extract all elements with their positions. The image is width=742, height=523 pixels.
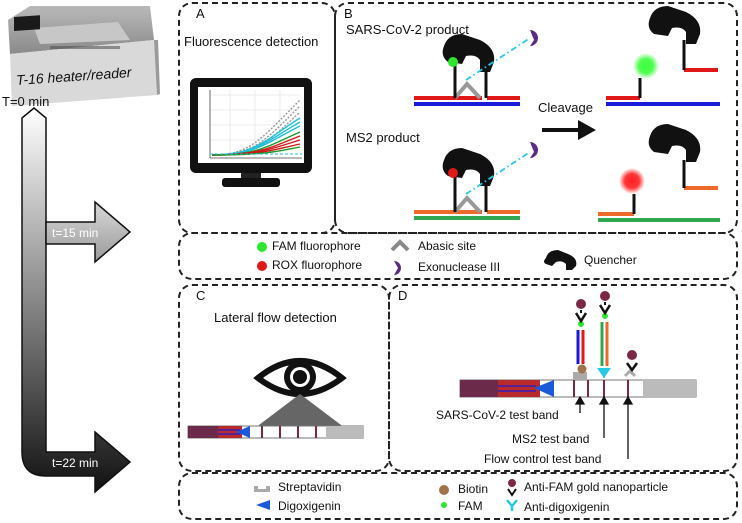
legend-abasic-site: Abasic site — [418, 239, 477, 253]
sars-cleaved — [606, 6, 720, 106]
digoxigenin-icon — [256, 500, 270, 510]
timeline-arrow — [21, 107, 132, 494]
legend-anti-digoxigenin: Anti-digoxigenin — [524, 500, 610, 514]
exonuclease-icon — [394, 261, 401, 275]
ms2-product-label: MS2 product — [346, 130, 420, 145]
monitor-icon — [190, 78, 312, 187]
legend-biotin: Biotin — [458, 482, 489, 496]
panel-c-letter: C — [196, 288, 206, 303]
legend-exonuclease: Exonuclease III — [418, 260, 501, 274]
abasic-site-icon — [390, 239, 410, 252]
sars-conjugate — [573, 299, 588, 380]
control-test-band-label: Flow control test band — [484, 452, 602, 466]
control-conjugate — [623, 350, 639, 378]
legend-quencher: Quencher — [584, 253, 637, 267]
cleavage-arrow — [542, 120, 596, 140]
anti-digoxigenin-icon — [506, 499, 518, 511]
panel-d-letter: D — [398, 288, 408, 303]
legend-bottom-icons — [254, 479, 518, 511]
lateral-flow-strip-d — [459, 379, 697, 398]
legend-fam-fluorophore: FAM fluorophore — [272, 239, 361, 253]
sars-test-band-label: SARS-CoV-2 test band — [436, 408, 559, 422]
lateral-flow-strip-c — [187, 425, 364, 439]
panel-a-title: Fluorescence detection — [184, 34, 319, 49]
fam-fluorophore-icon — [257, 242, 267, 252]
anti-fam-gold-nanoparticle-icon — [507, 479, 517, 497]
quencher-icon — [544, 250, 577, 270]
view-cone — [255, 394, 345, 428]
panel-c-title: Lateral flow detection — [214, 310, 337, 325]
ms2-conjugate — [597, 291, 612, 378]
timeline-start-label: T=0 min — [2, 94, 50, 109]
panel-d — [388, 284, 738, 472]
band-pointer-arrows — [574, 395, 634, 459]
ms2-product-probe — [414, 148, 531, 220]
legend-rox-fluorophore: ROX fluorophore — [272, 258, 363, 272]
heater-reader-device — [8, 6, 160, 106]
legend-top-panel — [178, 232, 738, 280]
legend-bottom-panel — [178, 472, 738, 520]
ms2-cleaved — [598, 124, 720, 222]
ms2-test-band-label: MS2 test band — [512, 432, 590, 446]
sars-product-probe — [414, 34, 531, 106]
cleavage-label: Cleavage — [538, 100, 593, 115]
panel-b-letter: B — [344, 6, 353, 21]
legend-streptavidin: Streptavidin — [278, 480, 342, 494]
sars-product-label: SARS-CoV-2 product — [346, 22, 469, 37]
legend-fam: FAM — [458, 499, 483, 513]
legend-anti-fam: Anti-FAM gold nanoparticle — [524, 480, 669, 494]
fam-icon — [441, 502, 447, 508]
legend-top-icons — [257, 239, 577, 275]
rox-fluorophore-icon — [257, 261, 267, 271]
legend-digoxigenin: Digoxigenin — [278, 499, 341, 513]
streptavidin-icon — [254, 486, 270, 492]
eye-icon — [253, 358, 347, 397]
exonuclease-icon-top — [530, 30, 538, 46]
timeline-end-label: t=22 min — [52, 456, 99, 470]
exonuclease-icon-bottom — [530, 142, 538, 158]
timeline-mid-label: t=15 min — [52, 226, 99, 240]
panel-a-letter: A — [196, 6, 205, 21]
biotin-icon — [439, 485, 449, 495]
